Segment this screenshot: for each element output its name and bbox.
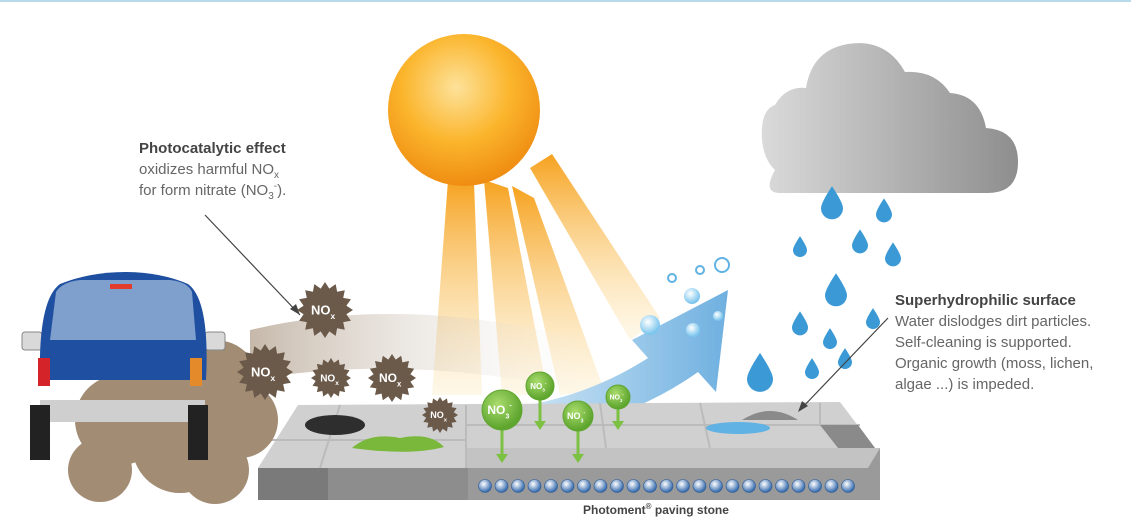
photocatalytic-title: Photocatalytic effect — [139, 140, 286, 157]
rain — [747, 186, 901, 392]
nox-badge-sub: x — [444, 417, 448, 423]
stone-particle — [593, 479, 608, 493]
raindrop-icon — [825, 273, 847, 307]
nitrate-badge: NO3- — [562, 400, 594, 463]
nitrate-badge: NO3- — [605, 384, 631, 430]
raindrop-icon — [821, 186, 843, 220]
nox-badge-sub: x — [330, 311, 335, 321]
leader-line-photocatalytic — [204, 214, 301, 316]
raindrop-icon — [747, 352, 773, 392]
stone-particle — [791, 479, 806, 493]
stone-particle — [560, 479, 575, 493]
nitrate-badge-sup: - — [545, 381, 547, 386]
cleaning-arrow — [340, 290, 728, 437]
moss-patch — [352, 436, 444, 452]
car-icon — [21, 272, 226, 460]
stone-particle — [511, 479, 525, 493]
stone-particle — [676, 479, 690, 493]
exhaust-trail — [250, 314, 620, 400]
nitrate-badge-sub: 3 — [581, 418, 584, 424]
raindrop-icon — [823, 328, 837, 350]
superhydrophilic-line: algae ...) is impeded. — [895, 376, 1035, 393]
nox-badge: NOx — [422, 397, 458, 433]
nitrate-badge-sub: 3 — [505, 411, 509, 420]
stone-particle — [610, 479, 624, 493]
nitrate-badge-sup: - — [622, 392, 624, 397]
nox-badge-label: NOx — [311, 303, 336, 322]
stone-particle — [494, 479, 509, 493]
nox-badge: NOx — [368, 354, 416, 402]
stone-particle — [527, 479, 542, 493]
superhydrophilic-text: Superhydrophilic surface Water dislodges… — [895, 290, 1093, 395]
nitrate-badge-sup: - — [509, 401, 512, 410]
photocatalytic-line-2: for form nitrate (NO3-). — [139, 181, 287, 202]
nox-badge: NOx — [311, 358, 351, 398]
raindrop-icon — [792, 311, 808, 336]
raindrop-icon — [866, 308, 880, 330]
raindrop-icon — [852, 229, 868, 254]
raindrop-icon — [805, 358, 820, 380]
nox-badge-sub: x — [397, 379, 402, 388]
leader-line-superhydrophilic — [799, 317, 889, 411]
superhydrophilic-line: Organic growth (moss, lichen, — [895, 355, 1094, 372]
superhydrophilic-title: Superhydrophilic surface — [895, 292, 1076, 309]
stone-particle — [643, 479, 657, 493]
water-bubbles — [640, 257, 730, 337]
leader-arrowhead — [798, 401, 808, 412]
cloud-icon — [761, 43, 1018, 193]
dirt-patch — [305, 415, 365, 435]
photocatalytic-text: Photocatalytic effect oxidizes harmful N… — [139, 138, 287, 202]
nitrate-arrowhead — [534, 421, 546, 430]
water-puddle — [706, 422, 770, 434]
nitrate-arrowhead — [496, 454, 508, 463]
stone-particle — [709, 479, 723, 493]
stone-particle — [758, 479, 773, 493]
nox-badge-label: NOx — [430, 410, 448, 423]
stone-particles — [478, 479, 855, 493]
superhydrophilic-line: Water dislodges dirt particles. — [895, 313, 1092, 330]
raindrop-icon — [885, 242, 901, 267]
nitrate-badge-sub: 3 — [542, 388, 545, 394]
paving-stone-caption: Photoment® paving stone — [583, 502, 729, 518]
nitrate-arrowhead — [612, 421, 624, 430]
stone-particle — [692, 479, 707, 493]
nitrate-badge: NO3- — [481, 389, 523, 463]
raindrop-icon — [876, 198, 892, 223]
top-rule — [0, 0, 1131, 2]
nitrate-badge-label: NO3- — [609, 392, 624, 403]
nitrate-arrowhead — [572, 454, 584, 463]
raindrop-icon — [793, 236, 807, 258]
stone-particle — [841, 479, 855, 493]
nox-badge-sub: x — [270, 373, 275, 383]
nitrate-badge: NO3- — [525, 371, 555, 430]
stone-particle — [626, 479, 641, 493]
nox-badge-sub: x — [335, 380, 339, 387]
sun-icon — [388, 34, 540, 186]
nox-badge-label: NOx — [320, 374, 339, 388]
stone-particle — [824, 479, 839, 493]
raindrop-icon — [838, 348, 853, 370]
stone-particle — [577, 479, 591, 493]
stone-particle — [742, 479, 756, 493]
stone-particle — [775, 479, 789, 493]
nitrate-badge-sup: - — [584, 410, 586, 416]
stone-particle — [808, 479, 822, 493]
stone-particle — [544, 479, 558, 493]
leader-arrowhead — [290, 304, 300, 315]
nitrate-badges: NO3-NO3-NO3-NO3- — [481, 371, 631, 463]
stone-particle — [725, 479, 740, 493]
nitrate-badge-sub: 3 — [620, 398, 623, 403]
stone-particle — [478, 479, 492, 493]
nox-badge-label: NOx — [251, 365, 276, 384]
photocatalytic-line-1: oxidizes harmful NOx — [139, 161, 280, 181]
nox-badge-label: NOx — [379, 371, 402, 388]
superhydrophilic-line: Self-cleaning is supported. — [895, 334, 1072, 351]
nox-badge: NOx — [297, 282, 353, 338]
nox-badge: NOx — [237, 344, 293, 400]
stone-particle — [659, 479, 674, 493]
dirt-particle — [742, 411, 798, 420]
